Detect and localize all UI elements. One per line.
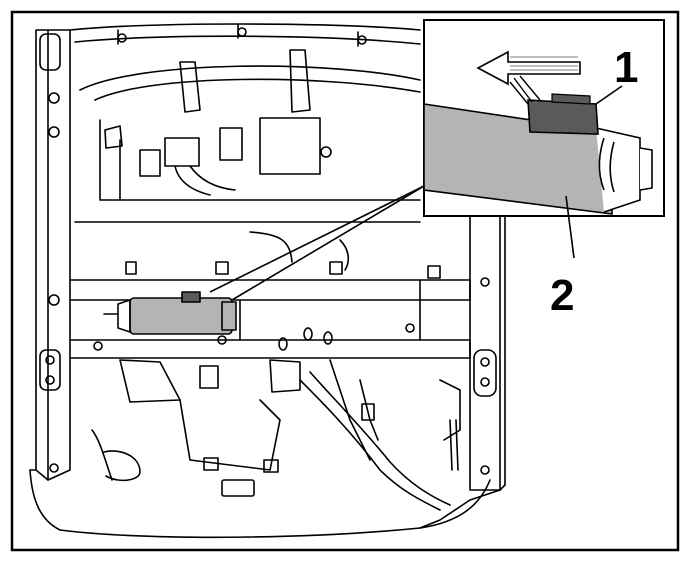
rail-hole xyxy=(48,294,60,306)
inset-wires xyxy=(509,75,541,105)
lower-coupler xyxy=(103,450,141,482)
upper-cross-member-inner xyxy=(94,78,421,101)
rail-hole xyxy=(45,375,55,385)
rail-hole xyxy=(49,463,59,473)
arrow-hatching xyxy=(510,56,578,71)
inset-connector xyxy=(527,99,599,135)
harness-strap xyxy=(179,61,201,113)
frame-ribs xyxy=(117,23,359,47)
lower-harness xyxy=(299,379,441,511)
leader-line-1 xyxy=(595,85,623,105)
lower-tab xyxy=(203,457,219,471)
mid-frame-bar xyxy=(69,279,471,301)
detail-inset xyxy=(423,19,665,259)
right-rail-slot xyxy=(473,349,497,397)
remove-direction-arrow-icon xyxy=(476,50,581,86)
motor-connector xyxy=(181,291,201,303)
bracket-hole xyxy=(320,146,332,158)
lower-slot xyxy=(221,479,255,497)
upper-cross-member xyxy=(79,65,421,91)
seat-motor-body xyxy=(129,297,233,335)
rail-hole xyxy=(480,465,490,475)
seat-frame xyxy=(29,23,506,539)
connector-block xyxy=(219,127,243,161)
lower-tab xyxy=(263,459,279,473)
frame-hole xyxy=(405,323,415,333)
tab xyxy=(215,261,229,275)
upper-panel xyxy=(99,119,421,201)
cushion-bottom xyxy=(29,469,491,539)
rail-hole xyxy=(480,277,490,287)
clip xyxy=(104,125,123,149)
rail-hole xyxy=(48,92,60,104)
frame-hole xyxy=(217,335,227,345)
leader-line-2 xyxy=(565,195,575,259)
lower-wire xyxy=(91,429,113,481)
connector-block xyxy=(164,137,200,167)
rail-hole xyxy=(48,126,60,138)
clip xyxy=(199,365,219,389)
tab xyxy=(125,261,137,275)
callout-1: 1 xyxy=(614,43,638,92)
lower-connector xyxy=(269,359,301,393)
seat-motor-end xyxy=(117,299,131,333)
lower-plate xyxy=(179,399,281,471)
inset-connector-latch xyxy=(551,93,591,105)
inset-clip xyxy=(609,141,615,193)
lower-frame-bar xyxy=(69,339,471,359)
inset-pointer xyxy=(209,185,425,301)
frame-hole xyxy=(323,331,333,345)
wire xyxy=(249,231,293,263)
left-rail-slot-top xyxy=(39,33,61,71)
frame-hole xyxy=(303,327,313,341)
tab xyxy=(329,261,343,275)
lower-right-bracket xyxy=(439,379,461,441)
rail-hole xyxy=(480,357,490,367)
seat-motor-cap xyxy=(221,301,237,331)
inset-motor-shaft xyxy=(639,147,653,191)
tab xyxy=(427,265,441,279)
harness-strap xyxy=(289,49,311,113)
wire xyxy=(339,239,350,271)
clip xyxy=(139,149,161,177)
rack xyxy=(449,419,459,471)
frame-hole xyxy=(93,341,103,351)
clip xyxy=(361,403,375,421)
left-rail-inner xyxy=(47,29,71,481)
lower-wire xyxy=(329,359,371,461)
callout-2: 2 xyxy=(550,271,574,320)
top-frame xyxy=(69,23,421,31)
cushion-right-edge xyxy=(419,489,501,529)
rail-hole xyxy=(45,355,55,365)
frame-hole xyxy=(278,337,288,351)
left-rail-slot-bottom xyxy=(39,349,61,391)
inset-clip xyxy=(598,137,605,191)
pointer-line-lower xyxy=(231,185,425,301)
pointer-line-upper xyxy=(209,185,425,293)
lower-harness xyxy=(309,371,451,506)
wire-bundle xyxy=(174,165,236,196)
bracket-plate xyxy=(259,117,321,175)
rail-hole xyxy=(480,377,490,387)
